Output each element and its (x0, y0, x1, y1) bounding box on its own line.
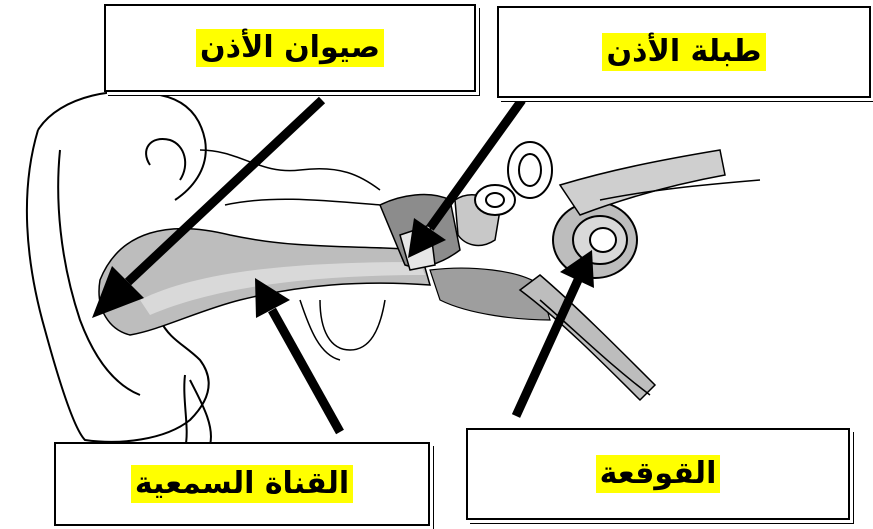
label-box-pinna: صيوان الأذن (104, 4, 476, 92)
arrow-canal (272, 310, 340, 432)
label-cochlea: القوقعة (596, 455, 721, 493)
label-box-cochlea: القوقعة (466, 428, 850, 520)
cochlea-drawing (553, 202, 637, 278)
middle-ear (380, 195, 550, 320)
label-ear-canal: القناة السمعية (131, 465, 353, 503)
label-box-eardrum: طبلة الأذن (497, 6, 871, 98)
label-box-ear-canal: القناة السمعية (54, 442, 430, 526)
label-eardrum: طبلة الأذن (602, 33, 765, 71)
eustachian-tube (520, 275, 655, 400)
label-pinna: صيوان الأذن (196, 29, 384, 67)
auditory-nerve (560, 150, 760, 215)
